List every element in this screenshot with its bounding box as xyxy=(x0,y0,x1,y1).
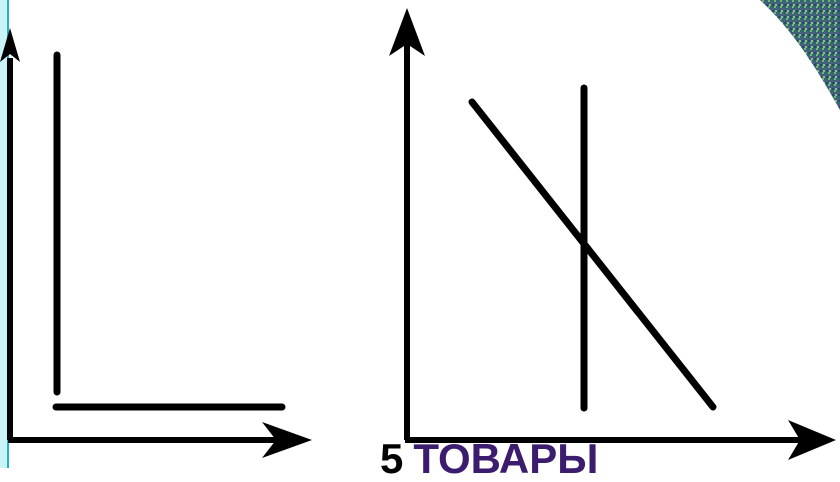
right-graph-demand-line xyxy=(472,102,713,407)
left-graph xyxy=(0,28,312,458)
arrow-up-icon xyxy=(0,28,20,62)
right-graph xyxy=(389,8,836,460)
diagram-canvas xyxy=(0,0,840,468)
caption-number: 5 xyxy=(380,435,403,482)
caption-word: ТОВАРЫ xyxy=(413,435,598,482)
textured-corner-decoration xyxy=(760,0,840,110)
